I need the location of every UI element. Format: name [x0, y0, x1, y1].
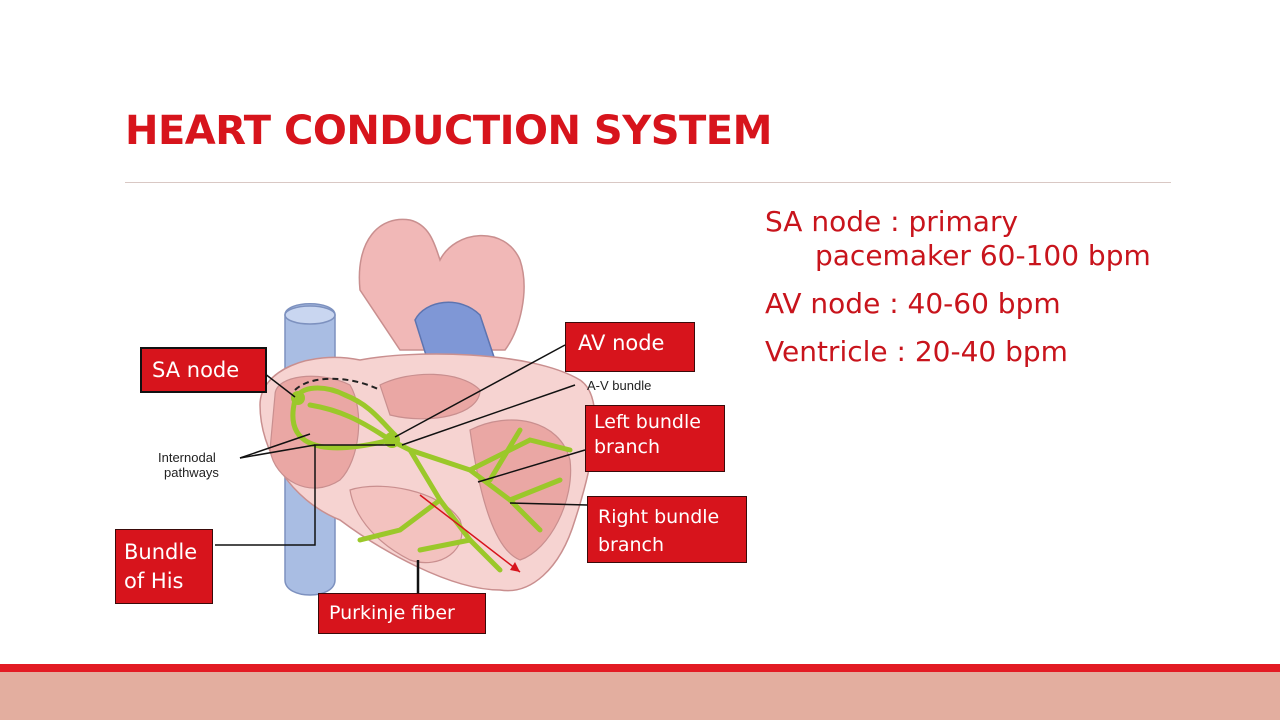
- note-sa-line2: pacemaker 60-100 bpm: [815, 239, 1151, 272]
- note-ventricle: Ventricle : 20-40 bpm: [765, 335, 1068, 368]
- av-bundle-label: A-V bundle: [587, 378, 652, 393]
- note-av-node: AV node : 40-60 bpm: [765, 287, 1061, 320]
- internodal-label-line2: pathways: [164, 465, 219, 480]
- left-bundle-branch-callout: Left bundle branch: [585, 405, 725, 472]
- title-divider: [125, 182, 1171, 183]
- purkinje-fiber-callout-text: Purkinje fiber: [329, 602, 455, 624]
- footer-accent-line: [0, 664, 1280, 672]
- sa-node-callout: SA node: [140, 347, 267, 393]
- bundle-of-his-line2: of His: [124, 569, 184, 593]
- heart-illustration: [215, 218, 596, 596]
- slide-title: HEART CONDUCTION SYSTEM: [125, 108, 772, 154]
- internodal-label-line1: Internodal: [158, 450, 216, 465]
- notes-panel: SA node : primary pacemaker 60-100 bpm A…: [765, 205, 1225, 383]
- conduction-paths: [290, 385, 573, 573]
- note-sa-node: SA node : primary pacemaker 60-100 bpm: [765, 205, 1225, 273]
- right-bundle-branch-callout: Right bundle branch: [587, 496, 747, 563]
- right-bundle-branch-line1: Right bundle: [598, 506, 720, 528]
- note-sa-line1: SA node : primary: [765, 205, 1019, 238]
- aorta: [358, 218, 525, 351]
- left-bundle-branch-line1: Left bundle: [594, 411, 701, 433]
- sa-node-marker: [291, 391, 305, 405]
- av-node-callout: AV node: [565, 322, 695, 372]
- left-atrium: [379, 373, 481, 420]
- av-node-callout-text: AV node: [578, 331, 665, 355]
- footer-band: [0, 672, 1280, 720]
- sa-node-callout-text: SA node: [152, 358, 240, 382]
- bundle-of-his-line1: Bundle: [124, 540, 198, 564]
- bundle-of-his-callout: Bundle of His: [115, 529, 213, 604]
- purkinje-fiber-callout: Purkinje fiber: [318, 593, 486, 634]
- right-bundle-branch-line2: branch: [598, 534, 665, 556]
- leader-lines: [215, 344, 588, 596]
- heart-diagram: A-V bundle Internodal pathways SA node A…: [110, 200, 750, 640]
- left-bundle-branch-line2: branch: [594, 436, 661, 458]
